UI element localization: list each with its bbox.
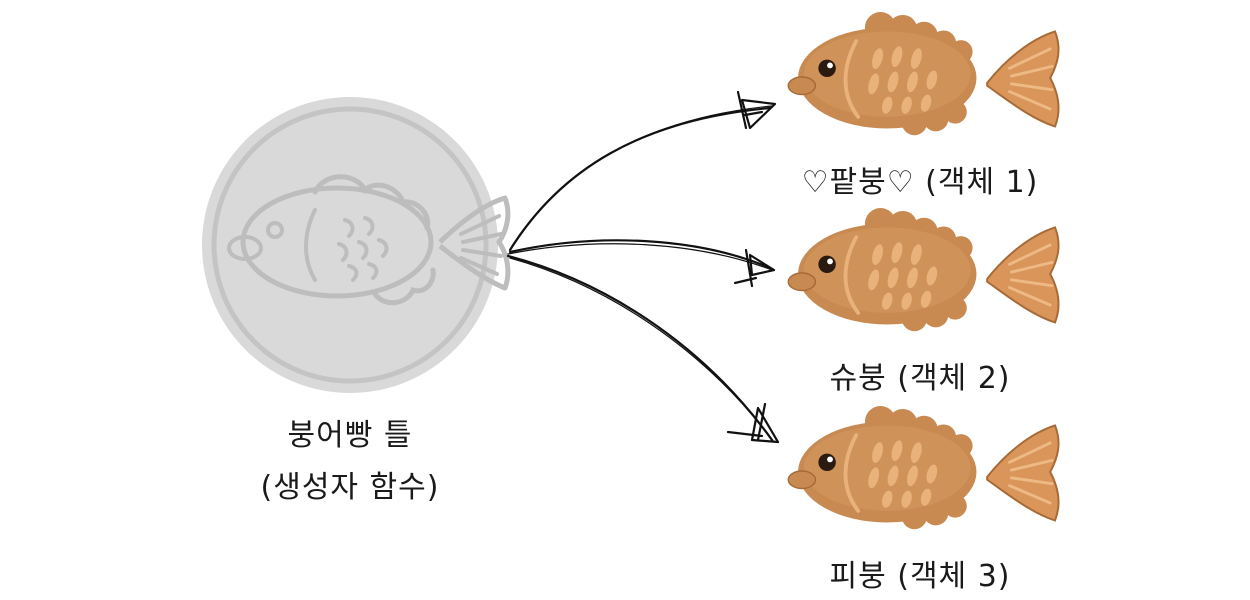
object-3-tag: (객체 3)	[897, 559, 1011, 594]
object-2-tag: (객체 2)	[897, 361, 1011, 396]
arrow-to-object-2	[508, 239, 772, 270]
mold-name-label: 붕어빵 틀	[287, 418, 413, 453]
taiyaki-fish-icon	[786, 404, 1061, 532]
arrow-to-object-1	[508, 106, 772, 252]
object-3-name: 피붕	[829, 559, 887, 594]
sketch-arrow-icon	[506, 90, 780, 444]
object-2-label: 슈붕 (객체 2)	[790, 353, 1050, 397]
object-3-label: 피붕 (객체 3)	[790, 551, 1050, 595]
fish-mold-icon	[202, 97, 508, 393]
arrow-head-2	[733, 248, 776, 288]
taiyaki-fish-icon	[786, 10, 1061, 138]
object-1-name: ♡팥붕♡	[801, 165, 915, 200]
object-1-label: ♡팥붕♡ (객체 1)	[790, 157, 1050, 201]
arrow-head-1	[736, 90, 777, 130]
object-2-name: 슈붕	[829, 361, 887, 396]
mold-role-label: (생성자 함수)	[260, 470, 440, 505]
object-1-tag: (객체 1)	[925, 165, 1039, 200]
arrow-to-object-3	[506, 254, 774, 442]
arrow-head-3	[726, 402, 780, 444]
taiyaki-fish-icon	[786, 206, 1061, 334]
